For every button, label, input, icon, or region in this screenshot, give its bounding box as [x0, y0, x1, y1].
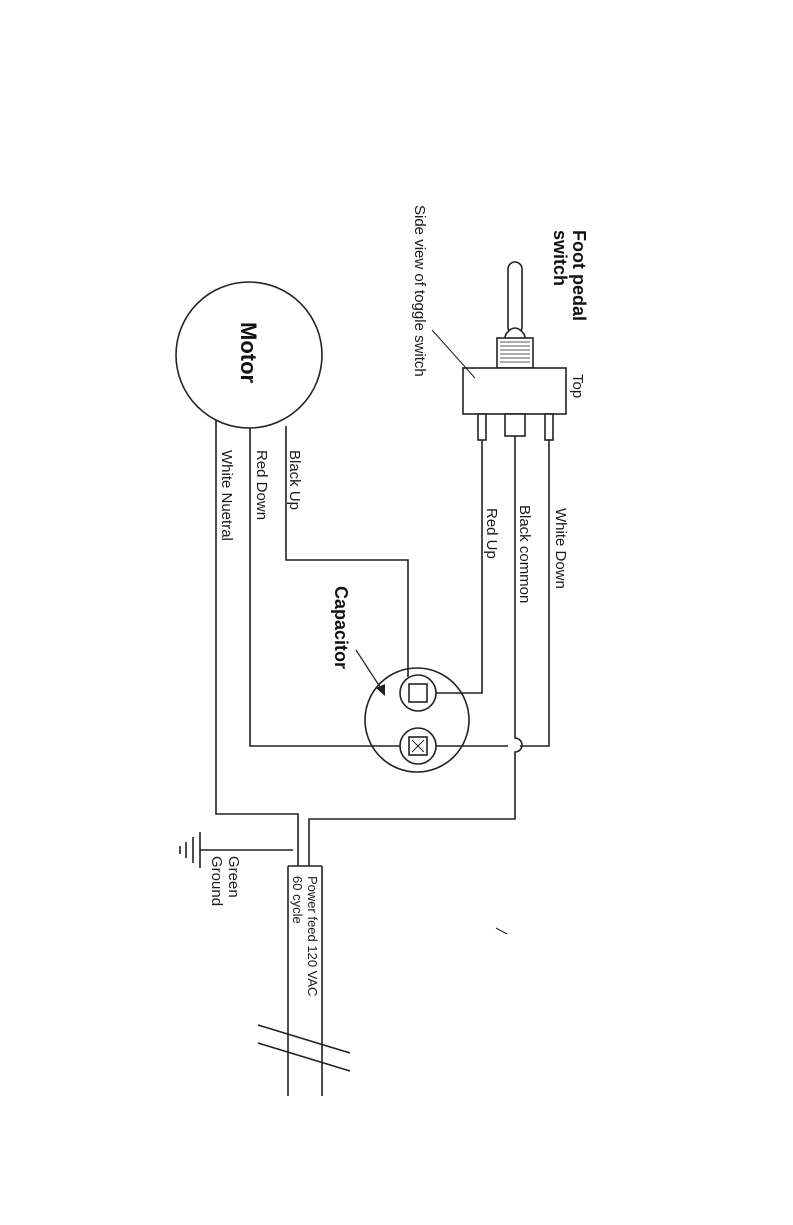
wire-red-up — [436, 440, 482, 693]
label-cycle: 60 cycle — [290, 876, 305, 924]
cable-break-1 — [258, 1025, 350, 1053]
label-side-view: Side view of toggle switch — [411, 205, 428, 377]
label-white-down: White Down — [552, 508, 569, 589]
terminal-red-up — [478, 414, 486, 440]
label-switch: switch — [550, 230, 570, 286]
side-view-leader — [432, 330, 475, 378]
capacitor-arrow — [356, 650, 382, 690]
label-foot-pedal: Foot pedal — [569, 230, 589, 321]
label-red-up: Red Up — [483, 508, 500, 559]
label-black-up: Black Up — [286, 450, 303, 510]
toggle-lever — [508, 262, 522, 334]
label-red-down: Red Down — [253, 450, 270, 520]
label-capacitor: Capacitor — [331, 586, 351, 669]
toggle-bushing — [497, 338, 533, 368]
label-white-neutral: White Nuetral — [218, 450, 235, 541]
capacitor — [365, 668, 469, 772]
capacitor-terminal-top-square — [409, 684, 427, 702]
terminal-black-common — [505, 414, 525, 436]
label-motor: Motor — [236, 322, 261, 384]
label-power-feed: Power feed 120 VAC — [305, 876, 320, 996]
toggle-body — [463, 368, 566, 414]
label-black-common: Black common — [516, 505, 533, 603]
toggle-switch — [463, 262, 566, 440]
cable-break-2 — [258, 1043, 350, 1071]
label-ground: Ground — [208, 856, 225, 906]
terminal-white-down — [545, 414, 553, 440]
label-top: Top — [569, 374, 586, 398]
label-green: Green — [225, 856, 242, 898]
